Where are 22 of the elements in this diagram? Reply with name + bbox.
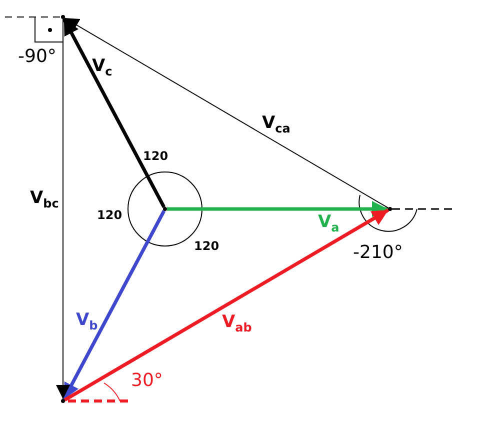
vertex-point (163, 207, 167, 211)
vertex-point (61, 399, 65, 403)
phasor-arrow (167, 201, 388, 217)
angle-label: -210° (353, 244, 403, 262)
edge-label: V$_{c}$ (92, 58, 112, 78)
edge-label: V$_{ca}$ (262, 115, 290, 134)
edge-label: V$_{ab}$ (222, 314, 252, 334)
angle-label: 120 (194, 240, 220, 252)
edge-label: V$_{b}$ (76, 312, 98, 332)
angle-label: 120 (143, 150, 168, 162)
vertex-point (388, 207, 392, 211)
angle-label: 120 (97, 209, 122, 221)
phasor-arrow (64, 208, 390, 402)
edge-label: V$_{bc}$ (30, 190, 59, 210)
phasor-arrow (56, 18, 70, 400)
phasor-arrow (62, 18, 166, 208)
phasor-arrow (64, 18, 389, 208)
vertex-point (61, 15, 65, 19)
angle-label: 30° (131, 372, 163, 390)
angle-label: -90° (18, 48, 56, 66)
edge-label: V$_{a}$ (318, 214, 340, 234)
phasor-arrow (62, 210, 166, 400)
